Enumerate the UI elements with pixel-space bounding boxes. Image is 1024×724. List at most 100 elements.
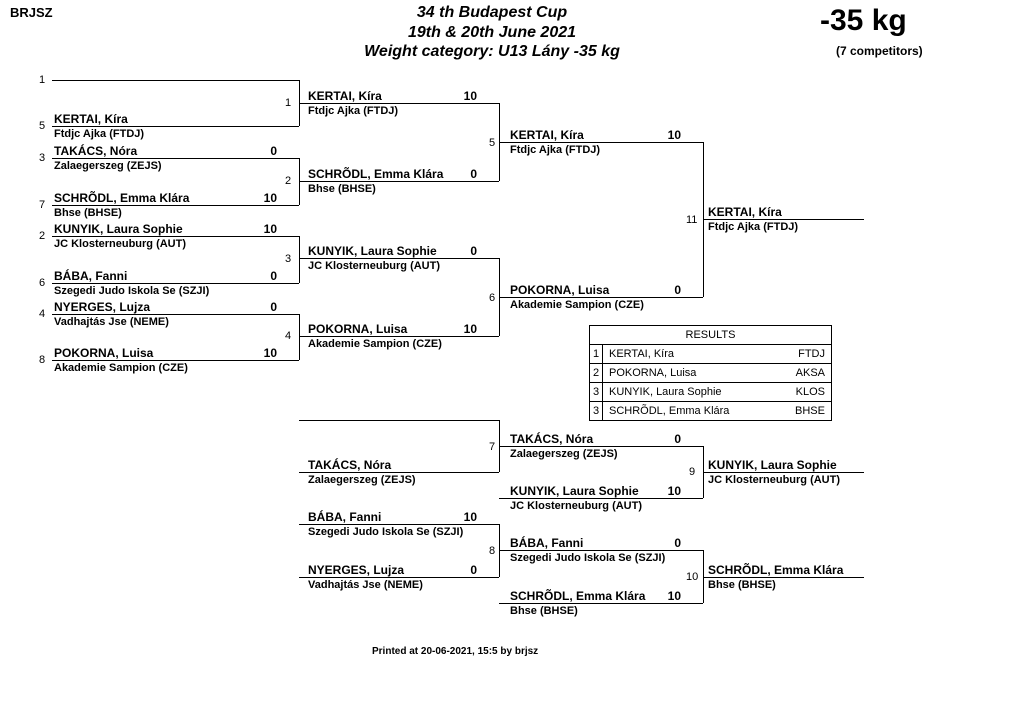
bracket-line [499, 297, 703, 298]
match-score: 0 [270, 144, 277, 158]
match-score: 0 [270, 269, 277, 283]
match-score: 0 [470, 167, 477, 181]
match-number: 9 [689, 466, 696, 478]
competitor-club: Vadhajtás Jse (NEME) [308, 579, 423, 591]
competitor-name: BÁBA, Fanni [510, 536, 584, 550]
competitor-club: Ftdjc Ajka (FTDJ) [510, 144, 601, 156]
competitor-name: NYERGES, Lujza [54, 300, 151, 314]
match-score: 0 [470, 244, 477, 258]
match-score: 10 [667, 484, 681, 498]
bracket-line [499, 550, 703, 551]
result-place: 1 [590, 345, 603, 363]
result-club: KLOS [795, 386, 825, 398]
bracket-line [703, 577, 864, 578]
result-place: 3 [590, 383, 603, 401]
competitor-name: KERTAI, Kíra [54, 112, 128, 126]
bracket-line [52, 158, 299, 159]
bronze-club: Bhse (BHSE) [708, 579, 776, 591]
bracket-line [703, 219, 864, 220]
weight-category-title: Weight category: U13 Lány -35 kg [364, 43, 620, 60]
seed-number: 5 [38, 120, 46, 132]
competitor-name: KUNYIK, Laura Sophie [54, 222, 183, 236]
competitor-name: BÁBA, Fanni [308, 510, 382, 524]
competitor-club: Akademie Sampion (CZE) [308, 338, 442, 350]
result-name: KERTAI, Kíra [609, 348, 675, 360]
tournament-dates: 19th & 20th June 2021 [407, 24, 577, 41]
bracket-line [299, 524, 499, 525]
match-score: 10 [667, 589, 681, 603]
competitor-name: SCHRÕDL, Emma Klára [308, 167, 444, 181]
competitor-club: Akademie Sampion (CZE) [510, 299, 644, 311]
bracket-line [299, 258, 499, 259]
results-table: RESULTS 1 KERTAI, Kíra FTDJ 2 POKORNA, L… [589, 325, 832, 421]
bronze-club: JC Klosterneuburg (AUT) [708, 474, 840, 486]
competitor-name: BÁBA, Fanni [54, 269, 128, 283]
match-score: 10 [667, 128, 681, 142]
competitor-name: KERTAI, Kíra [308, 89, 382, 103]
bracket-line [52, 283, 299, 284]
competitor-name: KERTAI, Kíra [510, 128, 584, 142]
seed-number: 2 [38, 230, 46, 242]
competitor-club: Zalaegerszeg (ZEJS) [54, 160, 162, 172]
competitor-name: TAKÁCS, Nóra [54, 144, 138, 158]
match-number: 1 [285, 97, 292, 109]
competitor-club: Zalaegerszeg (ZEJS) [510, 448, 618, 460]
results-row: 1 KERTAI, Kíra FTDJ [590, 345, 831, 364]
seed-number: 6 [38, 277, 46, 289]
match-number: 7 [489, 441, 496, 453]
result-club: AKSA [795, 367, 825, 379]
competitor-club: JC Klosterneuburg (AUT) [510, 500, 642, 512]
competitor-club: Ftdjc Ajka (FTDJ) [308, 105, 399, 117]
match-score: 0 [674, 432, 681, 446]
seed-number: 3 [38, 152, 46, 164]
result-club: BHSE [795, 405, 825, 417]
competitor-name: TAKÁCS, Nóra [308, 458, 392, 472]
match-score: 10 [463, 89, 477, 103]
bracket-line [52, 126, 299, 127]
match-number: 11 [686, 214, 698, 226]
match-score: 0 [470, 563, 477, 577]
match-number: 3 [285, 253, 292, 265]
competitor-club: JC Klosterneuburg (AUT) [54, 238, 186, 250]
match-score: 10 [263, 191, 277, 205]
match-number: 4 [285, 330, 292, 342]
bracket-line [299, 472, 499, 473]
bracket-line [499, 498, 703, 499]
competitor-name: SCHRÕDL, Emma Klára [54, 191, 190, 205]
result-place: 3 [590, 402, 603, 420]
bracket-line [299, 181, 499, 182]
match-number: 10 [686, 571, 699, 583]
competitor-name: KUNYIK, Laura Sophie [510, 484, 639, 498]
winner-club: Ftdjc Ajka (FTDJ) [708, 221, 799, 233]
bracket-line [703, 550, 704, 603]
result-name: KUNYIK, Laura Sophie [609, 386, 722, 398]
results-row: 2 POKORNA, Luisa AKSA [590, 364, 831, 383]
bracket-line [52, 80, 299, 81]
competitor-club: Bhse (BHSE) [510, 605, 578, 617]
competitor-count: (7 competitors) [836, 44, 923, 58]
competitor-name: SCHRÕDL, Emma Klára [510, 589, 646, 603]
bracket-line [52, 236, 299, 237]
bracket-line [499, 603, 703, 604]
results-title: RESULTS [590, 326, 831, 345]
competitor-name: POKORNA, Luisa [308, 322, 408, 336]
competitor-club: JC Klosterneuburg (AUT) [308, 260, 440, 272]
competitor-club: Zalaegerszeg (ZEJS) [308, 474, 416, 486]
bracket-line [299, 236, 300, 283]
bracket-line [703, 472, 864, 473]
tournament-title: 34 th Budapest Cup [416, 4, 568, 21]
match-score: 0 [674, 283, 681, 297]
bracket-line [52, 314, 299, 315]
competitor-name: POKORNA, Luisa [510, 283, 610, 297]
print-footer: Printed at 20-06-2021, 15:5 by brjsz [372, 646, 539, 657]
competitor-club: Szegedi Judo Iskola Se (SZJI) [308, 526, 464, 538]
match-score: 10 [263, 222, 277, 236]
weight-label: -35 kg [820, 4, 907, 37]
winner-name: KERTAI, Kíra [708, 205, 782, 219]
result-name: SCHRÕDL, Emma Klára [609, 405, 730, 417]
bracket-line [299, 336, 499, 337]
match-number: 2 [285, 175, 292, 187]
seed-number: 4 [38, 308, 46, 320]
match-score: 10 [263, 346, 277, 360]
competitor-club: Akademie Sampion (CZE) [54, 362, 188, 374]
